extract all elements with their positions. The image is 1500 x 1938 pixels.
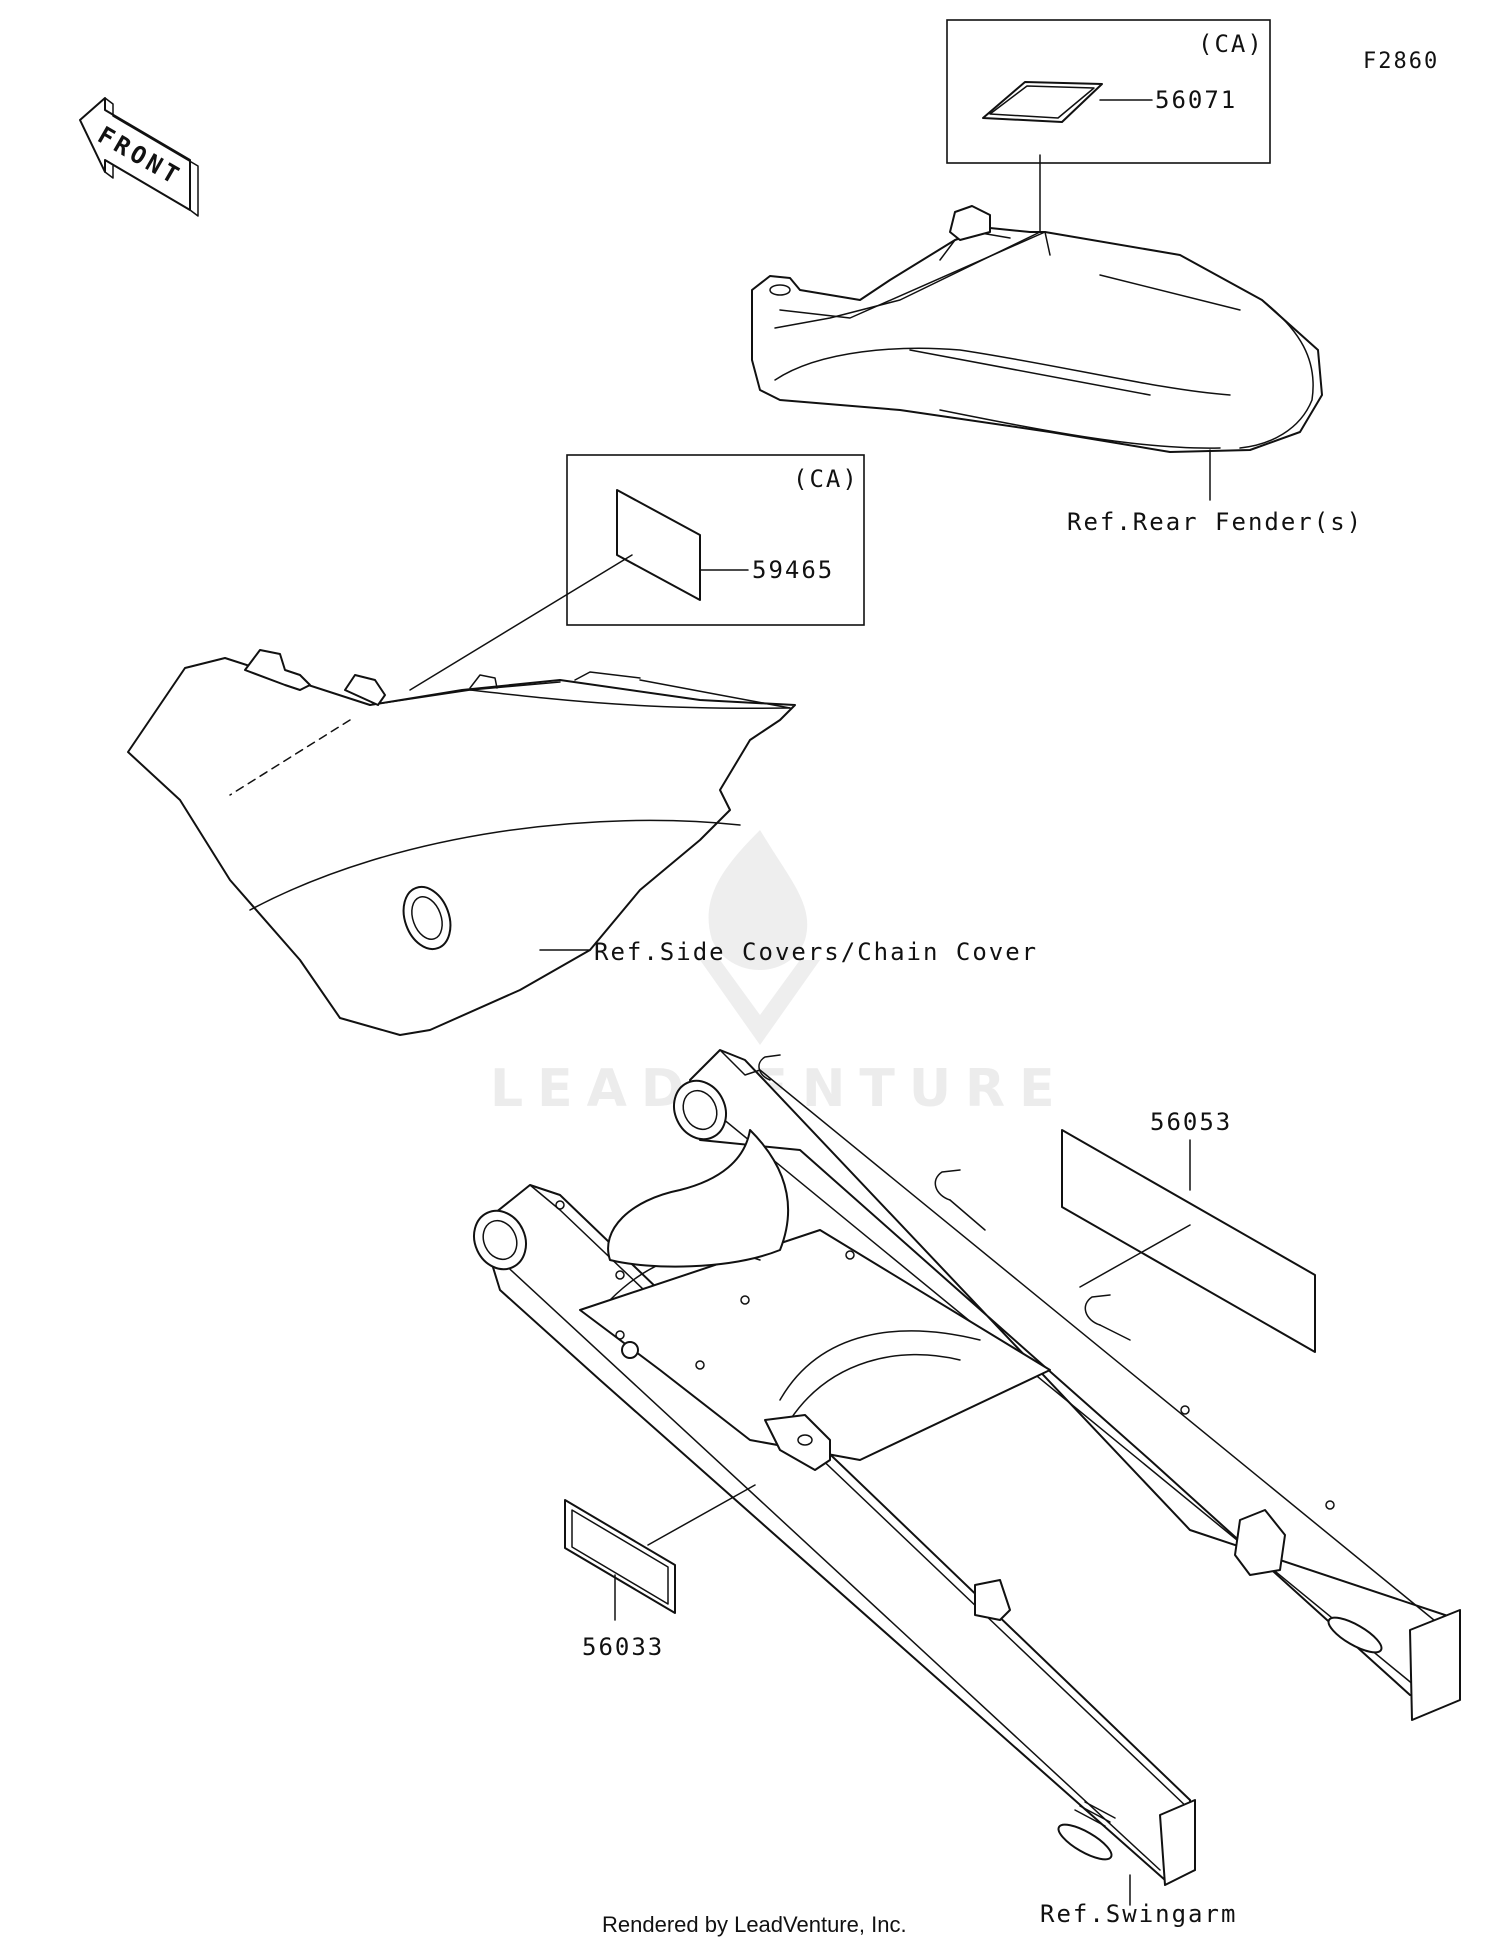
part-number: 56033: [582, 1633, 664, 1661]
part-number: 56071: [1155, 86, 1237, 114]
part-number: 56053: [1150, 1108, 1232, 1136]
footer-credit: Rendered by LeadVenture, Inc.: [602, 1912, 907, 1937]
watermark-logo-icon: [700, 830, 820, 1045]
decal-56053: [1061, 1129, 1316, 1353]
callout-side-cover-label: (CA) 59465: [409, 454, 865, 691]
leader-line: [1079, 1224, 1191, 1288]
leader-line: [647, 1484, 756, 1546]
callout-swingarm-label-right: 56053: [1061, 1108, 1316, 1353]
callout-swingarm-label-left: 56033: [564, 1484, 756, 1661]
ref-swingarm: Ref.Swingarm: [1040, 1900, 1237, 1928]
front-arrow-icon: FRONT: [79, 97, 199, 217]
region-tag: (CA): [793, 465, 859, 493]
decal-56033: [564, 1499, 676, 1614]
figure-code: F2860: [1363, 49, 1439, 74]
decal-56071: [982, 81, 1103, 123]
side-cover: [127, 649, 796, 1036]
ref-side-covers: Ref.Side Covers/Chain Cover: [594, 938, 1038, 966]
callout-box: [566, 454, 865, 626]
region-tag: (CA): [1198, 30, 1264, 58]
part-number: 59465: [752, 556, 834, 584]
callout-rear-fender-label: (CA) 56071: [946, 19, 1271, 263]
decal-59465: [616, 489, 701, 601]
callout-box: [946, 19, 1271, 164]
rear-fender: [751, 205, 1323, 453]
ref-rear-fender: Ref.Rear Fender(s): [1067, 508, 1363, 536]
swingarm: [473, 1049, 1461, 1886]
leader-line: [409, 554, 633, 691]
